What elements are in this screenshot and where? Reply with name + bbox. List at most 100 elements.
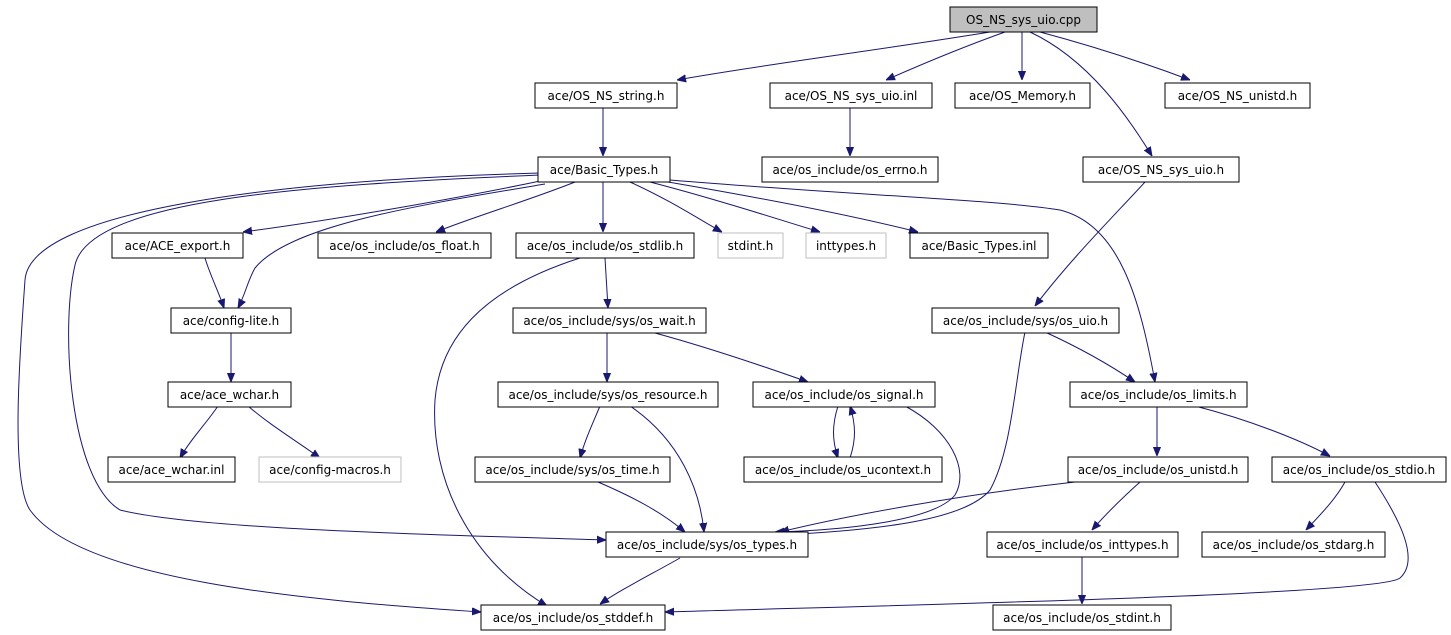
edge-os-stdio-h-to-os-stdarg-h [1306, 481, 1346, 530]
edge-os-signal-h-to-os-types-h [775, 405, 961, 532]
node-inttypes-h[interactable]: inttypes.h [805, 232, 887, 259]
node-os-ns-unistd-h[interactable]: ace/OS_NS_unistd.h [1164, 82, 1311, 109]
node-label: ace/ace_wchar.inl [118, 463, 224, 477]
edge-os-unistd-h-to-os-types-h [780, 481, 1076, 532]
nodes-layer: OS_NS_sys_uio.cpp ace/OS_NS_string.h ace… [107, 6, 1447, 631]
node-label: ace/OS_NS_sys_uio.h [1098, 163, 1224, 177]
edge-os-ns-sys-uio-h-to-os-uio-h [1035, 181, 1146, 306]
node-os-limits-h[interactable]: ace/os_include/os_limits.h [1069, 381, 1248, 408]
node-os-memory-h[interactable]: ace/OS_Memory.h [954, 82, 1091, 109]
node-label: ace/os_include/os_signal.h [765, 388, 924, 402]
edge-os-ucontext-h-to-os-signal-h [850, 406, 855, 459]
edge-os-time-h-to-os-types-h [597, 481, 685, 532]
edge-os-resource-h-to-os-time-h [580, 405, 601, 458]
edge-root-to-os-ns-unistd-h [1039, 31, 1190, 80]
edge-basic-types-h-to-stdint-h [629, 181, 722, 232]
edge-basic-types-h-to-config-lite-h [238, 183, 546, 308]
edge-basic-types-h-to-basic-types-inl [667, 181, 918, 232]
node-label: OS_NS_sys_uio.cpp [966, 13, 1081, 27]
edge-basic-types-h-to-inttypes-h [649, 181, 820, 232]
node-label: ace/os_include/sys/os_resource.h [508, 388, 707, 402]
node-label: ace/OS_Memory.h [969, 89, 1076, 103]
edge-os-types-h-to-os-stddef-h [600, 557, 681, 604]
node-label: ace/ace_wchar.h [180, 388, 279, 402]
edge-os-stdlib-h-to-os-wait-h [605, 257, 608, 308]
node-label: ace/os_include/os_stdio.h [1283, 463, 1436, 477]
node-os-ns-sys-uio-cpp[interactable]: OS_NS_sys_uio.cpp [949, 6, 1098, 33]
node-label: stdint.h [728, 239, 774, 253]
edge-ace-wchar-h-to-config-macros-h [247, 405, 320, 458]
node-config-lite-h[interactable]: ace/config-lite.h [170, 307, 292, 334]
node-label: ace/Basic_Types.inl [921, 239, 1036, 253]
node-basic-types-h[interactable]: ace/Basic_Types.h [537, 156, 671, 183]
node-os-stdio-h[interactable]: ace/os_include/os_stdio.h [1271, 456, 1447, 483]
edge-ace-export-h-to-config-lite-h [204, 257, 224, 308]
node-label: ace/os_include/os_stdint.h [1003, 611, 1161, 625]
node-label: ace/ACE_export.h [125, 239, 231, 253]
edge-root-to-os-ns-string-h [677, 31, 991, 80]
edge-os-stdlib-h-to-os-stddef-h [434, 257, 581, 606]
edge-root-to-os-ns-sys-uio-inl [886, 31, 1006, 80]
node-os-ns-sys-uio-h[interactable]: ace/OS_NS_sys_uio.h [1082, 156, 1240, 183]
edge-os-wait-h-to-os-signal-h [654, 332, 808, 382]
node-os-inttypes-h[interactable]: ace/os_include/os_inttypes.h [986, 531, 1179, 558]
node-os-ns-sys-uio-inl[interactable]: ace/OS_NS_sys_uio.inl [769, 82, 933, 109]
node-os-stdlib-h[interactable]: ace/os_include/os_stdlib.h [515, 232, 695, 259]
node-label: ace/OS_NS_string.h [548, 89, 665, 103]
node-label: ace/os_include/sys/os_wait.h [523, 314, 695, 328]
node-label: ace/os_include/sys/os_uio.h [943, 314, 1108, 328]
node-label: inttypes.h [816, 239, 876, 253]
edge-os-uio-h-to-os-limits-h [1044, 331, 1135, 382]
node-os-unistd-h[interactable]: ace/os_include/os_unistd.h [1067, 456, 1249, 483]
node-label: ace/os_include/os_ucontext.h [755, 463, 931, 477]
node-label: ace/os_include/os_float.h [329, 239, 479, 253]
edges-layer [17, 31, 1409, 612]
edge-root-to-os-ns-sys-uio-h [1029, 31, 1152, 156]
node-os-stdarg-h[interactable]: ace/os_include/os_stdarg.h [1201, 531, 1386, 558]
node-os-time-h[interactable]: ace/os_include/sys/os_time.h [474, 456, 671, 483]
node-os-wait-h[interactable]: ace/os_include/sys/os_wait.h [512, 307, 707, 334]
edge-basic-types-h-to-ace-export-h [243, 179, 546, 232]
node-ace-export-h[interactable]: ace/ACE_export.h [111, 232, 244, 259]
node-os-float-h[interactable]: ace/os_include/os_float.h [317, 232, 492, 259]
node-basic-types-inl[interactable]: ace/Basic_Types.inl [909, 232, 1049, 259]
edge-os-stdio-h-to-os-stddef-h [665, 481, 1409, 612]
edge-os-unistd-h-to-os-inttypes-h [1092, 481, 1141, 530]
node-label: ace/OS_NS_unistd.h [1178, 89, 1298, 103]
edge-os-uio-h-to-os-types-h [780, 331, 1026, 535]
node-os-ucontext-h[interactable]: ace/os_include/os_ucontext.h [743, 456, 943, 483]
node-label: ace/os_include/os_unistd.h [1078, 463, 1239, 477]
edge-basic-types-h-to-os-float-h [436, 181, 576, 233]
edge-os-limits-h-to-os-stdio-h [1194, 405, 1330, 456]
node-label: ace/OS_NS_sys_uio.inl [785, 89, 918, 103]
node-label: ace/os_include/os_inttypes.h [996, 538, 1168, 552]
node-label: ace/os_include/os_stdarg.h [1213, 538, 1375, 552]
node-os-errno-h[interactable]: ace/os_include/os_errno.h [761, 156, 939, 183]
node-config-macros-h[interactable]: ace/config-macros.h [258, 456, 402, 483]
node-label: ace/os_include/os_stddef.h [493, 611, 653, 625]
node-label: ace/os_include/os_stdlib.h [527, 239, 683, 253]
node-label: ace/Basic_Types.h [550, 163, 658, 177]
node-label: ace/config-lite.h [183, 314, 280, 328]
edge-basic-types-h-to-os-stddef-h [17, 172, 541, 612]
node-os-uio-h[interactable]: ace/os_include/sys/os_uio.h [931, 307, 1120, 334]
node-ace-wchar-inl[interactable]: ace/ace_wchar.inl [107, 456, 236, 483]
node-label: ace/os_include/os_limits.h [1080, 388, 1236, 402]
node-os-stddef-h[interactable]: ace/os_include/os_stddef.h [480, 604, 666, 631]
node-os-types-h[interactable]: ace/os_include/sys/os_types.h [605, 531, 809, 558]
node-ace-wchar-h[interactable]: ace/ace_wchar.h [167, 381, 292, 408]
edge-basic-types-h-to-os-types-h [68, 174, 606, 540]
node-os-signal-h[interactable]: ace/os_include/os_signal.h [752, 381, 936, 408]
node-label: ace/os_include/sys/os_types.h [617, 538, 797, 552]
node-label: ace/os_include/sys/os_time.h [485, 463, 659, 477]
node-stdint-h[interactable]: stdint.h [717, 232, 784, 259]
node-label: ace/config-macros.h [269, 463, 391, 477]
edge-os-resource-h-to-os-types-h [629, 405, 704, 532]
node-os-ns-string-h[interactable]: ace/OS_NS_string.h [534, 82, 678, 109]
node-os-stdint-h[interactable]: ace/os_include/os_stdint.h [992, 604, 1172, 631]
edge-os-signal-h-to-os-ucontext-h [834, 405, 839, 458]
node-os-resource-h[interactable]: ace/os_include/sys/os_resource.h [497, 381, 719, 408]
edge-ace-wchar-h-to-ace-wchar-inl [180, 405, 219, 458]
node-label: ace/os_include/os_errno.h [772, 163, 927, 177]
